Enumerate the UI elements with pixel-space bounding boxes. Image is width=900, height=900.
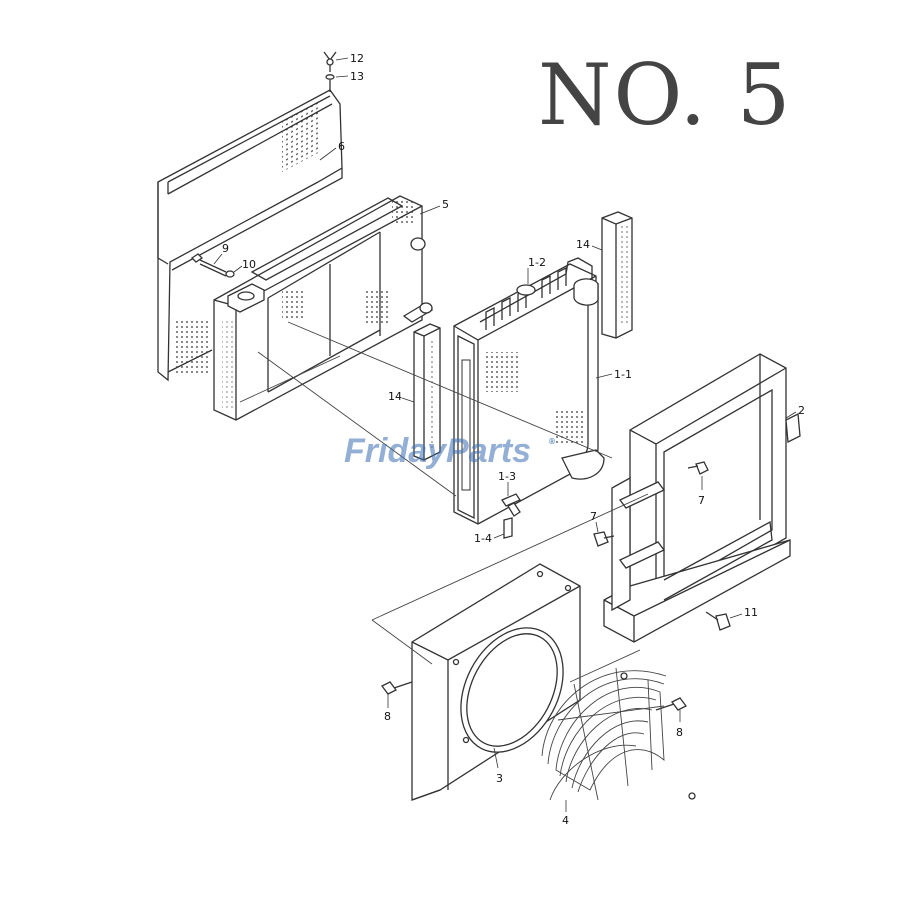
svg-text:9: 9 xyxy=(222,242,229,255)
svg-text:8: 8 xyxy=(384,710,391,723)
callout-14-right: 14 xyxy=(576,238,603,251)
svg-text:5: 5 xyxy=(442,198,449,211)
svg-text:14: 14 xyxy=(576,238,590,251)
svg-text:FridayParts: FridayParts xyxy=(344,432,531,470)
callout-1-3: 1-3 xyxy=(498,470,516,496)
part-5-oil-cooler xyxy=(213,195,434,421)
callout-9: 9 xyxy=(213,242,229,265)
svg-text:11: 11 xyxy=(744,606,758,619)
callout-2: 2 xyxy=(785,404,805,419)
part-1-3-drain-valve xyxy=(501,493,521,517)
svg-text:4: 4 xyxy=(562,814,569,827)
svg-text:10: 10 xyxy=(242,258,256,271)
callout-8-left: 8 xyxy=(384,694,391,723)
callout-6: 6 xyxy=(319,140,345,161)
part-6-screen-cover xyxy=(157,89,343,382)
part-7-bolt-upper xyxy=(687,461,709,475)
part-1-radiator xyxy=(453,257,605,525)
fridayparts-watermark: FridayParts ® xyxy=(344,432,556,470)
part-7-bolt-lower xyxy=(593,531,615,547)
part-10-washer xyxy=(225,270,235,278)
assembly-lines xyxy=(239,321,649,683)
callout-12: 12 xyxy=(335,52,364,65)
page-title: NO. 5 xyxy=(538,46,792,144)
part-4-fan-guard xyxy=(541,667,696,801)
part-8-bolt-left xyxy=(381,681,413,695)
callout-11: 11 xyxy=(729,606,758,619)
svg-text:1-3: 1-3 xyxy=(498,470,516,483)
part-1-4-drain-plug xyxy=(503,517,513,539)
callout-7-upper: 7 xyxy=(698,476,705,507)
part-8-bolt-right xyxy=(655,697,687,711)
part-11-bolt xyxy=(705,611,731,631)
callout-1-1: 1-1 xyxy=(595,368,632,381)
part-12-wing-nut xyxy=(323,51,337,72)
svg-text:2: 2 xyxy=(798,404,805,417)
svg-text:1-1: 1-1 xyxy=(614,368,632,381)
callout-13: 13 xyxy=(335,70,364,83)
svg-text:7: 7 xyxy=(698,494,705,507)
svg-text:14: 14 xyxy=(388,390,402,403)
svg-text:8: 8 xyxy=(676,726,683,739)
callout-10: 10 xyxy=(233,258,256,273)
callout-4: 4 xyxy=(562,800,569,827)
svg-text:1-2: 1-2 xyxy=(528,256,546,269)
part-14-left-seal xyxy=(413,323,441,461)
svg-text:3: 3 xyxy=(496,772,503,785)
part-9-bolt xyxy=(190,253,227,277)
callout-7-lower: 7 xyxy=(590,510,599,533)
part-3-fan-shroud xyxy=(411,563,581,801)
svg-text:12: 12 xyxy=(350,52,364,65)
svg-text:7: 7 xyxy=(590,510,597,523)
part-13-washer xyxy=(325,74,335,92)
callout-1-2: 1-2 xyxy=(527,256,546,284)
part-14-right-seal xyxy=(601,211,633,339)
callout-1-4: 1-4 xyxy=(474,532,505,545)
callout-8-right: 8 xyxy=(676,710,683,739)
part-2-frame xyxy=(603,353,801,643)
svg-text:1-4: 1-4 xyxy=(474,532,492,545)
svg-text:13: 13 xyxy=(350,70,364,83)
callout-14-left: 14 xyxy=(388,390,415,403)
svg-text:®: ® xyxy=(548,437,556,446)
callout-3: 3 xyxy=(493,747,503,785)
callout-5: 5 xyxy=(419,198,449,215)
svg-text:6: 6 xyxy=(338,140,345,153)
